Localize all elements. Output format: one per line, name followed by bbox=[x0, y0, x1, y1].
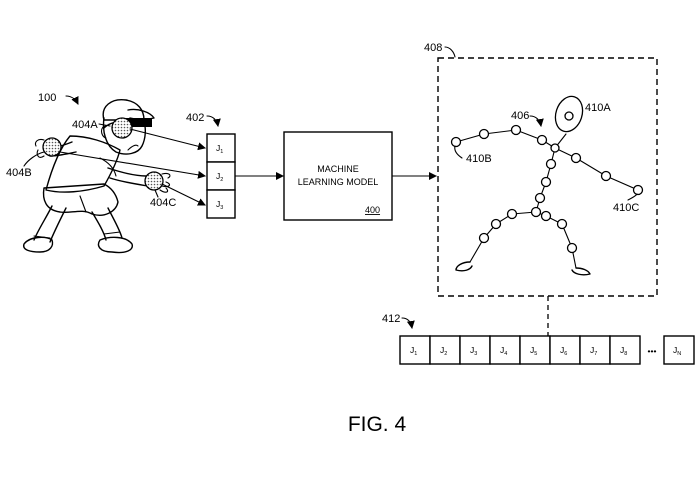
arrow-404c-to-j3 bbox=[161, 183, 206, 206]
ref-label-410a: 410A bbox=[585, 102, 611, 114]
dotted-marker-icon bbox=[144, 171, 164, 191]
model-title-line-2: LEARNING MODEL bbox=[298, 177, 379, 187]
sequence-cell-label-n: JN bbox=[673, 345, 681, 357]
sequence-cell-2 bbox=[429, 335, 461, 365]
leader-line bbox=[154, 189, 159, 198]
ref-label-402: 402 bbox=[186, 112, 204, 124]
ref-label-100: 100 bbox=[38, 92, 56, 104]
ref-label-408: 408 bbox=[424, 42, 442, 54]
model-title-line-1: MACHINE bbox=[317, 164, 359, 174]
ref-label-406: 406 bbox=[511, 110, 529, 122]
machine-learning-model-box: MACHINE LEARNING MODEL 400 bbox=[283, 131, 393, 221]
sequence-cell-label-2: J2 bbox=[440, 345, 447, 357]
sequence-cell-label-1: J1 bbox=[410, 345, 417, 357]
sequence-cell-label-6: J6 bbox=[560, 345, 567, 357]
sequence-cell-5 bbox=[519, 335, 551, 365]
skeleton-output-panel bbox=[437, 57, 658, 297]
leader-line bbox=[98, 123, 111, 127]
input-joint-box-1 bbox=[206, 133, 236, 163]
sequence-cell-n bbox=[663, 335, 695, 365]
sequence-cell-1 bbox=[399, 335, 431, 365]
figure-caption: FIG. 4 bbox=[348, 413, 407, 436]
sequence-cell-8 bbox=[609, 335, 641, 365]
input-joint-label-1: J1 bbox=[216, 143, 223, 155]
input-joint-label-2: J2 bbox=[216, 171, 223, 183]
curved-leader-arrow-icon bbox=[65, 95, 79, 105]
sequence-cell-4 bbox=[489, 335, 521, 365]
dotted-marker-icon bbox=[42, 137, 62, 157]
curved-leader-arrow-icon bbox=[206, 115, 221, 127]
sequence-cell-label-8: J8 bbox=[620, 345, 627, 357]
ref-label-404a: 404A bbox=[72, 119, 98, 131]
arrow-404a-to-j1 bbox=[129, 128, 206, 151]
sequence-cell-label-4: J4 bbox=[500, 345, 507, 357]
input-joint-label-3: J3 bbox=[216, 199, 223, 211]
leader-line bbox=[444, 46, 456, 58]
sequence-cell-label-3: J3 bbox=[470, 345, 477, 357]
leader-line bbox=[454, 145, 463, 159]
ref-label-410b: 410B bbox=[466, 153, 492, 165]
curved-leader-arrow-icon bbox=[401, 317, 415, 329]
leader-line bbox=[23, 151, 45, 167]
ref-label-412: 412 bbox=[382, 313, 400, 325]
sequence-cell-label-5: J5 bbox=[530, 345, 537, 357]
ref-label-410c: 410C bbox=[613, 202, 639, 214]
input-joint-stack: J1 J2 J3 bbox=[206, 133, 236, 219]
ref-label-404b: 404B bbox=[6, 167, 32, 179]
model-ref-400: 400 bbox=[365, 205, 380, 215]
sequence-ellipsis: ••• bbox=[648, 346, 657, 356]
ref-label-404c: 404C bbox=[150, 197, 176, 209]
input-joint-box-2 bbox=[206, 161, 236, 191]
skeleton-figure bbox=[450, 95, 644, 276]
arrow-404b-to-j2 bbox=[59, 151, 206, 179]
curved-leader-arrow-icon bbox=[529, 115, 544, 127]
sequence-cell-6 bbox=[549, 335, 581, 365]
output-joint-sequence: J1 J2 J3 J4 J5 J6 J7 J8 ••• JN bbox=[399, 335, 695, 365]
dotted-marker-icon bbox=[111, 117, 133, 139]
sequence-cell-label-7: J7 bbox=[590, 345, 597, 357]
sequence-cell-3 bbox=[459, 335, 491, 365]
input-joint-box-3 bbox=[206, 189, 236, 219]
leader-line bbox=[627, 193, 638, 201]
sequence-cell-7 bbox=[579, 335, 611, 365]
